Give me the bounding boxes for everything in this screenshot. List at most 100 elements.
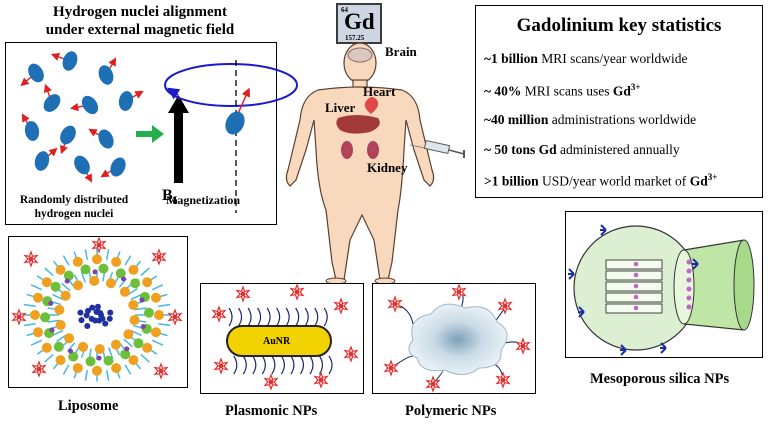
gd-chelate-core-icon (218, 363, 224, 369)
lipid-head-icon (55, 355, 66, 366)
gd-chelate-core-icon (216, 311, 222, 317)
syringe-icon (409, 139, 465, 158)
hydrogen-nuclei-diagram (20, 51, 298, 213)
gd-chelate-core-icon (158, 368, 164, 374)
lipid-head-icon (92, 365, 102, 376)
liposome-diagram (11, 236, 183, 382)
pore-payload-icon (633, 305, 639, 311)
lipid-tail-icon (151, 339, 164, 346)
gd-chelate-core-icon (348, 351, 354, 357)
lipid-head-icon (55, 264, 66, 275)
kidney-label: Kidney (367, 160, 408, 175)
brain-label: Brain (385, 44, 417, 59)
b0-label: Bo (162, 187, 178, 207)
lipid-head-icon (111, 363, 122, 374)
lipid-tail-icon (158, 303, 171, 308)
lipid-head-icon (72, 363, 83, 374)
lipid-head-icon (33, 292, 44, 303)
stat-row-text: administrations worldwide (548, 112, 697, 127)
lipid-tail-icon (52, 329, 64, 337)
ligand-chain-icon (285, 307, 290, 327)
lipid-head-icon (128, 355, 139, 366)
gd-chelate-core-icon (16, 314, 22, 320)
lipid-head-icon (103, 355, 114, 366)
ligand-chain-icon (247, 307, 252, 327)
lipid-tail-icon (140, 353, 150, 363)
hydrogen-nucleus-icon (118, 91, 134, 111)
core-payload-icon (83, 312, 90, 319)
targeting-ligand-icon (620, 344, 627, 356)
lipid-head-icon (72, 256, 83, 267)
gd-chelate-core-icon (36, 366, 42, 372)
lipid-head-icon (41, 342, 52, 353)
stat-row: ~40 million administrations worldwide (484, 112, 696, 128)
lipid-tail-icon (30, 284, 43, 291)
gd-chelate-core-icon (156, 254, 162, 260)
ligand-chain-icon (266, 307, 271, 327)
lipid-head-icon (92, 254, 102, 265)
gd-chelate-core-icon (28, 256, 34, 262)
lipid-head-icon (111, 256, 122, 267)
targeting-ligand-icon (600, 224, 607, 236)
core-payload-icon (107, 309, 114, 316)
heart-icon (364, 97, 379, 114)
lipid-head-icon (78, 341, 89, 352)
targeting-ligand-icon (660, 342, 667, 354)
liposome-caption: Liposome (58, 398, 119, 414)
lipid-head-icon (53, 341, 64, 352)
stat-row: >1 billion USD/year world market of Gd3+ (484, 172, 717, 190)
aunr-label: AuNR (263, 336, 291, 347)
lipid-head-icon (92, 269, 98, 275)
gadolinium-stats-panel: Gadolinium key statistics ~1 billion MRI… (475, 5, 763, 198)
liposome-panel (8, 236, 188, 388)
lipid-tail-icon (47, 319, 60, 323)
pore-payload-icon (686, 277, 692, 283)
polymeric-panel (372, 283, 536, 394)
lipid-tail-icon (44, 267, 54, 277)
lipid-head-icon (48, 300, 54, 306)
heart-label: Heart (363, 84, 396, 99)
lipid-tail-icon (134, 307, 147, 311)
targeting-ligand-icon (692, 258, 699, 270)
core-payload-icon (102, 320, 109, 327)
lipid-head-icon (120, 349, 131, 360)
random-nuclei-label-line2: hydrogen nuclei (34, 208, 114, 220)
b0-label-text: B (162, 187, 173, 204)
lipid-head-icon (129, 315, 140, 326)
ligand-chain-icon (276, 307, 281, 327)
lipid-head-icon (143, 307, 154, 318)
magnetization-label: Magnetization (166, 193, 240, 207)
ligand-chain-icon (271, 355, 276, 375)
ligand-chain-icon (257, 307, 262, 327)
core-payload-icon (89, 304, 96, 311)
stat-row-text: administered annually (556, 142, 680, 157)
targeting-ligand-icon (568, 268, 575, 280)
lipid-tail-icon (52, 293, 64, 301)
lipid-tail-icon (84, 249, 89, 261)
targeting-ligand-icon (578, 306, 585, 318)
gd-chelate-core-icon (268, 379, 274, 385)
mesoporous-caption: Mesoporous silica NPs (590, 371, 730, 387)
gd-chelate-core-icon (294, 289, 300, 295)
lipid-tail-icon (124, 255, 132, 266)
ligand-chain-icon (290, 355, 295, 375)
lipid-tail-icon (140, 267, 150, 277)
lipid-head-icon (80, 264, 91, 275)
stat-row-charge: 3+ (630, 82, 641, 92)
gd-chelate-core-icon (318, 377, 324, 383)
ligand-chain-icon (242, 355, 247, 375)
aunr-rod (226, 325, 332, 357)
random-nuclei-label: Randomly distributed hydrogen nuclei (10, 193, 138, 221)
hydrogen-nucleus-icon (24, 121, 40, 141)
lipid-head-icon (67, 348, 73, 354)
ligand-chain-icon (252, 355, 257, 375)
ligand-chain-icon (299, 355, 305, 375)
lipid-head-icon (40, 312, 51, 323)
lipid-head-icon (130, 278, 141, 289)
stat-row-highlight: ~40 million (484, 112, 549, 127)
lipid-head-icon (60, 290, 71, 301)
lipid-tail-icon (130, 329, 142, 337)
pore-payload-icon (633, 272, 639, 278)
gd-chelate-core-icon (96, 242, 102, 248)
hydrogen-nucleus-icon (98, 65, 114, 85)
